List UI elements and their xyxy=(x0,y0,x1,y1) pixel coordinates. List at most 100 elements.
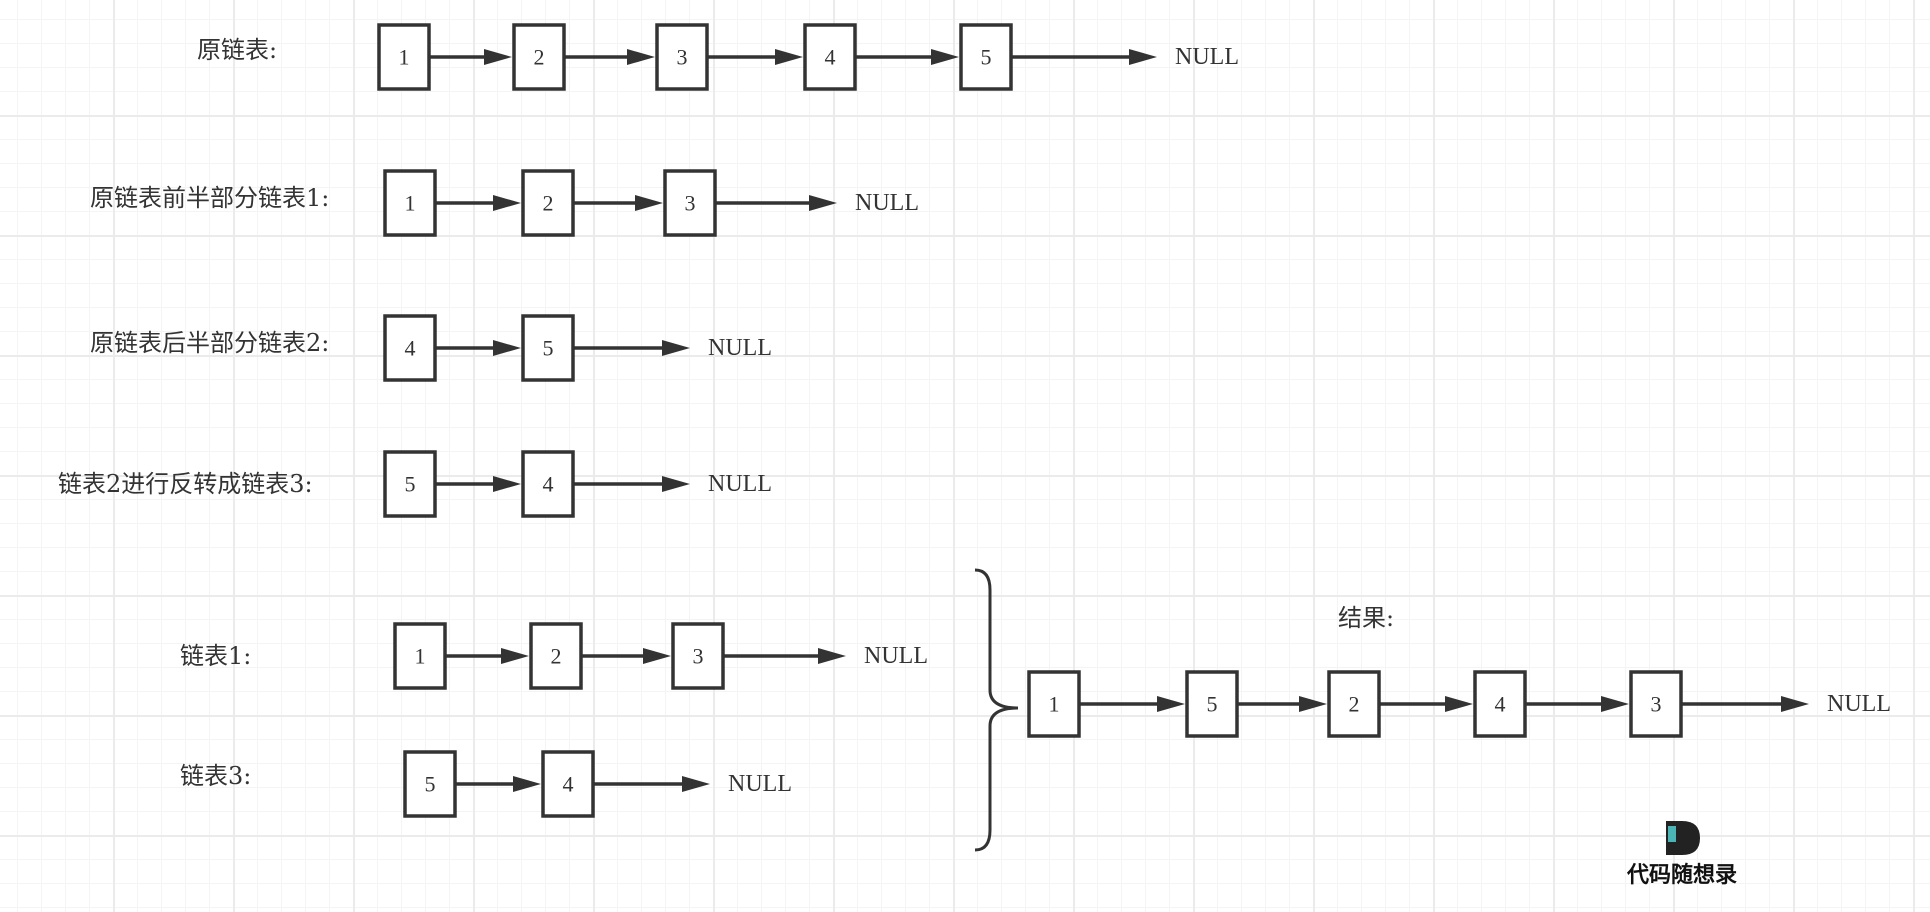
list-label: 链表1: xyxy=(180,642,251,670)
arrow-head-icon xyxy=(931,49,959,65)
list-label: 原链表后半部分链表2: xyxy=(90,329,329,357)
node-box xyxy=(1027,670,1081,738)
null-terminator: NULL xyxy=(708,471,772,497)
node-value: 2 xyxy=(1349,692,1360,717)
node-value: 4 xyxy=(563,772,574,797)
arrow-head-icon xyxy=(1445,696,1473,712)
arrow-head-icon xyxy=(493,476,521,492)
node-value: 1 xyxy=(415,644,426,669)
node-box xyxy=(521,314,575,382)
arrow-head-icon xyxy=(662,340,690,356)
arrow-head-icon xyxy=(643,648,671,664)
list-node: 5 xyxy=(521,314,575,382)
linked-list: 原链表前半部分链表1: 1 2 3 NULL xyxy=(90,169,919,237)
arrow-head-icon xyxy=(662,476,690,492)
node-box xyxy=(1473,670,1527,738)
list-node: 2 xyxy=(512,23,566,91)
node-box xyxy=(529,622,583,690)
arrow-head-icon xyxy=(635,195,663,211)
null-terminator: NULL xyxy=(1175,44,1239,70)
arrow-head-icon xyxy=(501,648,529,664)
node-value: 5 xyxy=(425,772,436,797)
node-value: 3 xyxy=(693,644,704,669)
node-value: 2 xyxy=(543,191,554,216)
arrow-head-icon xyxy=(1157,696,1185,712)
arrow-head-icon xyxy=(1601,696,1629,712)
list-node: 4 xyxy=(521,450,575,518)
node-box xyxy=(1185,670,1239,738)
node-value: 4 xyxy=(825,45,836,70)
arrow-head-icon xyxy=(493,195,521,211)
watermark-logo: 代码随想录 xyxy=(1626,821,1737,888)
merge-brace xyxy=(974,568,1019,852)
arrow-head-icon xyxy=(627,49,655,65)
list-node: 4 xyxy=(1473,670,1527,738)
node-box xyxy=(1629,670,1683,738)
list-node: 4 xyxy=(803,23,857,91)
null-terminator: NULL xyxy=(855,190,919,216)
node-value: 3 xyxy=(677,45,688,70)
list-label: 链表3: xyxy=(180,762,251,790)
list-node: 1 xyxy=(383,169,437,237)
node-value: 5 xyxy=(543,336,554,361)
list-label: 原链表前半部分链表1: xyxy=(90,184,329,212)
null-terminator: NULL xyxy=(864,643,928,669)
list-node: 3 xyxy=(1629,670,1683,738)
arrow-head-icon xyxy=(493,340,521,356)
result-list: 结果: 1 5 2 4 3 NULL xyxy=(1027,604,1891,738)
list-node: 4 xyxy=(383,314,437,382)
list-node: 3 xyxy=(655,23,709,91)
logo-accent xyxy=(1668,826,1676,842)
list-label: 原链表: xyxy=(197,36,277,64)
arrow-head-icon xyxy=(1129,49,1157,65)
node-value: 1 xyxy=(1049,692,1060,717)
node-box xyxy=(1327,670,1381,738)
arrow-head-icon xyxy=(484,49,512,65)
node-value: 2 xyxy=(534,45,545,70)
list-node: 1 xyxy=(393,622,447,690)
watermark-text: 代码随想录 xyxy=(1626,862,1737,888)
list-label: 链表2进行反转成链表3: xyxy=(58,470,313,498)
node-box xyxy=(383,314,437,382)
linked-list: 原链表: 1 2 3 4 5 NULL xyxy=(197,23,1239,91)
arrow-head-icon xyxy=(513,776,541,792)
list-node: 3 xyxy=(663,169,717,237)
null-terminator: NULL xyxy=(708,335,772,361)
node-value: 5 xyxy=(981,45,992,70)
list-node: 5 xyxy=(383,450,437,518)
list-node: 2 xyxy=(1327,670,1381,738)
node-value: 4 xyxy=(1495,692,1506,717)
list-node: 4 xyxy=(541,750,595,818)
list-node: 5 xyxy=(403,750,457,818)
list-node: 1 xyxy=(1027,670,1081,738)
null-terminator: NULL xyxy=(728,771,792,797)
arrow-head-icon xyxy=(1299,696,1327,712)
node-box xyxy=(383,450,437,518)
arrow-head-icon xyxy=(682,776,710,792)
arrow-head-icon xyxy=(1781,696,1809,712)
arrow-head-icon xyxy=(775,49,803,65)
list-node: 1 xyxy=(377,23,431,91)
list-node: 2 xyxy=(529,622,583,690)
node-value: 3 xyxy=(685,191,696,216)
node-box xyxy=(655,23,709,91)
list-node: 5 xyxy=(1185,670,1239,738)
node-box xyxy=(393,622,447,690)
node-value: 4 xyxy=(405,336,416,361)
arrow-head-icon xyxy=(809,195,837,211)
linked-list: 链表2进行反转成链表3: 5 4 NULL xyxy=(58,450,772,518)
null-terminator: NULL xyxy=(1827,691,1891,717)
node-value: 2 xyxy=(551,644,562,669)
node-value: 3 xyxy=(1651,692,1662,717)
arrow-head-icon xyxy=(818,648,846,664)
list-label: 结果: xyxy=(1338,604,1394,632)
node-box xyxy=(377,23,431,91)
list-node: 2 xyxy=(521,169,575,237)
linked-list: 链表3: 5 4 NULL xyxy=(180,750,792,818)
node-value: 1 xyxy=(399,45,410,70)
node-value: 5 xyxy=(405,472,416,497)
node-value: 4 xyxy=(543,472,554,497)
linked-list: 原链表后半部分链表2: 4 5 NULL xyxy=(90,314,772,382)
list-node: 5 xyxy=(959,23,1013,91)
